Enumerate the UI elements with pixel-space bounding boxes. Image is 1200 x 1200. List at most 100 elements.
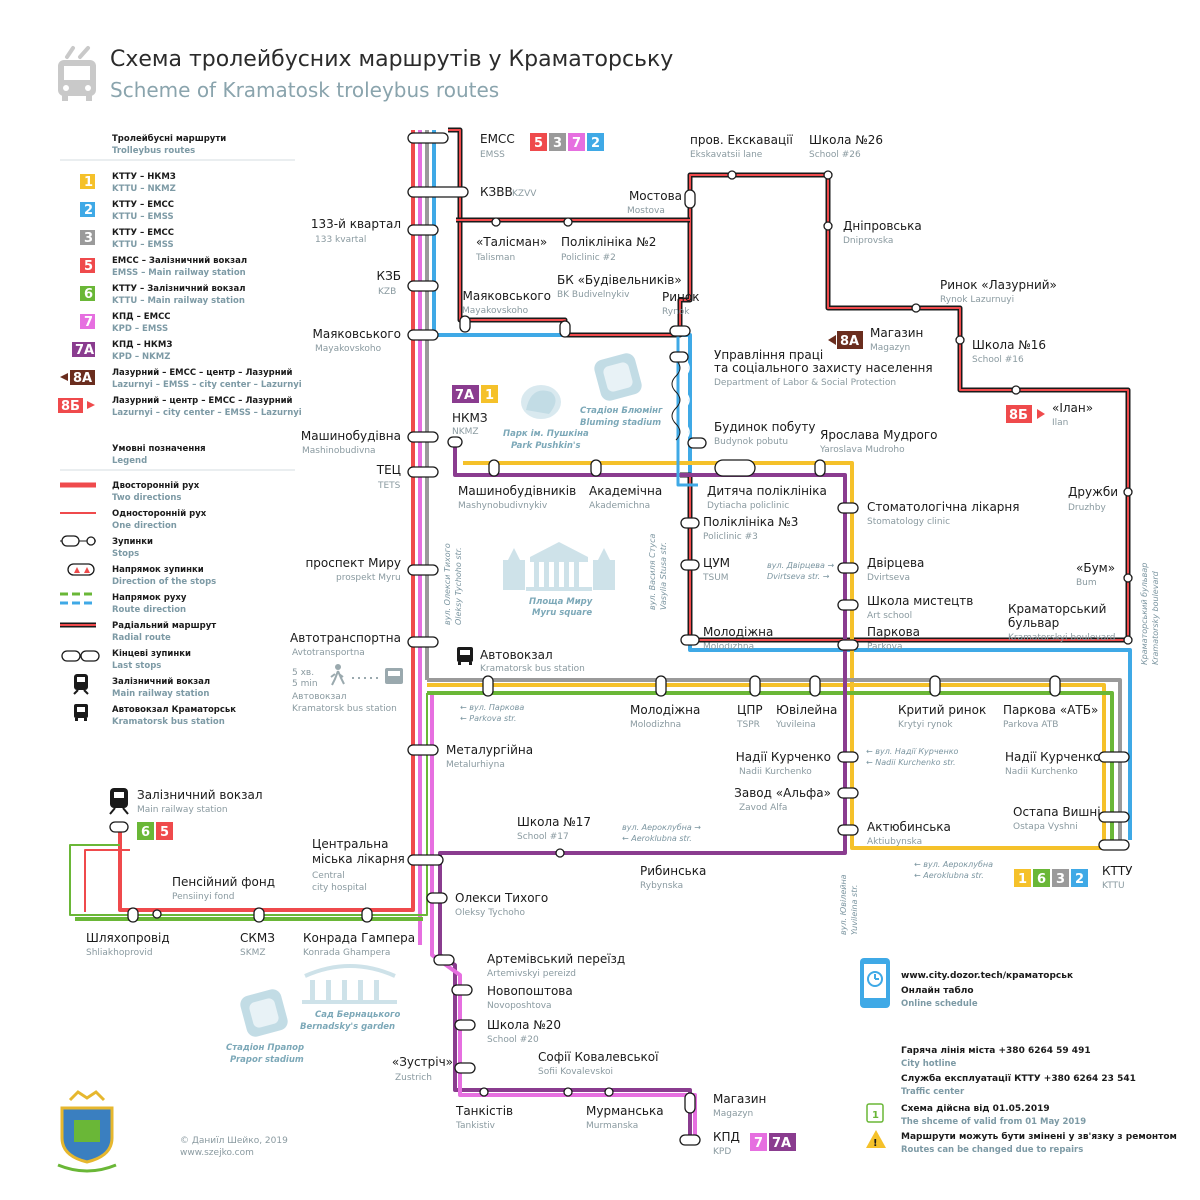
svg-text:Поліклініка №3: Поліклініка №3 [703, 515, 798, 529]
svg-text:EMSS – Main railway station: EMSS – Main railway station [112, 268, 246, 278]
stops [109, 132, 1133, 1146]
svg-text:Talisman: Talisman [475, 253, 515, 263]
svg-text:Parkova ATB: Parkova ATB [1003, 720, 1058, 730]
svg-text:EMSS: EMSS [480, 150, 505, 160]
svg-text:Сад Бернацького: Сад Бернацького [315, 1010, 400, 1020]
svg-text:Площа Миру: Площа Миру [529, 597, 593, 607]
svg-text:7: 7 [572, 136, 581, 151]
bus-station-icon [457, 647, 473, 665]
legend-symbols-title: Умовні позначення [112, 443, 206, 454]
railway-station-icon [109, 788, 129, 815]
svg-text:7: 7 [84, 315, 93, 330]
svg-text:Druzhby: Druzhby [1068, 503, 1106, 513]
svg-text:KZVV: KZVV [512, 189, 537, 199]
svg-text:2: 2 [1075, 872, 1084, 887]
svg-text:1: 1 [485, 388, 494, 403]
svg-text:Metalurhiyna: Metalurhiyna [446, 760, 505, 770]
svg-text:Залізничний вокзал: Залізничний вокзал [137, 788, 263, 802]
svg-text:Yuvileina str.: Yuvileina str. [850, 885, 859, 935]
svg-text:5: 5 [84, 259, 93, 274]
svg-text:Онлайн табло: Онлайн табло [901, 985, 974, 996]
badge-8a: 8А [828, 331, 863, 349]
svg-text:Маршрути можуть бути змінені у: Маршрути можуть бути змінені у зв'язку з… [901, 1131, 1177, 1142]
svg-text:TETS: TETS [377, 481, 401, 491]
stop-sch20 [454, 1019, 476, 1031]
svg-text:2: 2 [84, 203, 93, 218]
svg-text:Ринок «Лазурний»: Ринок «Лазурний» [940, 278, 1057, 292]
svg-text:Molodizhna: Molodizhna [703, 642, 754, 652]
stop-kzb [407, 280, 439, 292]
svg-text:5 хв.: 5 хв. [292, 668, 314, 678]
svg-text:KZB: KZB [378, 287, 396, 297]
svg-text:TSUM: TSUM [702, 573, 729, 583]
svg-text:КПД: КПД [713, 1130, 740, 1144]
svg-text:«Ілан»: «Ілан» [1052, 401, 1093, 415]
stop-133kv [407, 224, 439, 236]
svg-text:7А: 7А [455, 388, 474, 403]
svg-text:КТТУ – ЕМСС: КТТУ – ЕМСС [112, 228, 174, 238]
svg-text:Лазурний – центр – ЕМСС – Лазу: Лазурний – центр – ЕМСС – Лазурний [112, 396, 293, 406]
svg-text:Магазин: Магазин [870, 326, 923, 340]
stop-murm [604, 1087, 614, 1097]
legend-route-8a: 8А Лазурний – ЕМСС – центр – ЛазурнийLaz… [60, 368, 302, 390]
svg-text:Будинок побуту: Будинок побуту [714, 420, 815, 434]
svg-text:ЦУМ: ЦУМ [703, 556, 730, 570]
svg-text:вул. Двірцева →: вул. Двірцева → [767, 561, 834, 570]
svg-text:5: 5 [534, 136, 543, 151]
svg-text:Mayakovskoho: Mayakovskoho [315, 344, 382, 354]
svg-text:Nadii Kurchenko: Nadii Kurchenko [1005, 767, 1078, 777]
svg-text:Молодіжна: Молодіжна [703, 625, 773, 639]
stop-mashbud [407, 431, 439, 443]
svg-text:Stomatology clinic: Stomatology clinic [867, 517, 950, 527]
stop-mayak-l [407, 329, 439, 341]
svg-text:КТТУ: КТТУ [1102, 864, 1133, 878]
svg-text:8Б: 8Б [1009, 408, 1028, 423]
landmarks: Парк ім. Пушкіна Park Pushkin's Стадіон … [226, 353, 663, 1065]
svg-text:Stops: Stops [112, 549, 139, 559]
legend-route-8b: 8Б Лазурний – центр – ЕМСС – ЛазурнийLaz… [58, 396, 302, 418]
stop-novopo [451, 984, 473, 996]
svg-text:Magazyn: Magazyn [713, 1109, 753, 1119]
svg-text:Ярослава Мудрого: Ярослава Мудрого [820, 428, 938, 442]
svg-text:Radial route: Radial route [112, 633, 171, 643]
stop-labels: ЕМСС EMSS КЗВВ KZVV 133-й квартал 133 kv… [86, 132, 1133, 1157]
svg-text:Oleksy Tychoho: Oleksy Tychoho [455, 908, 525, 918]
svg-text:Гаряча лінія міста +380 6264 5: Гаряча лінія міста +380 6264 59 491 [901, 1045, 1091, 1056]
svg-text:School #17: School #17 [517, 832, 569, 842]
warning-icon: ! [866, 1130, 886, 1149]
title-en: Scheme of Kramatosk troleybus routes [110, 78, 499, 102]
svg-text:Two directions: Two directions [112, 493, 181, 503]
svg-text:КПД – ЕМСС: КПД – ЕМСС [112, 312, 171, 322]
stop-railway [109, 821, 129, 833]
svg-text:Стадіон Прапор: Стадіон Прапор [226, 1042, 304, 1053]
svg-text:← Nadii Kurchenko str.: ← Nadii Kurchenko str. [866, 758, 956, 767]
online-url[interactable]: www.city.dozor.tech/краматорськ [901, 971, 1073, 981]
svg-text:Шляхопровід: Шляхопровід [86, 931, 170, 945]
svg-text:Rybynska: Rybynska [640, 881, 683, 891]
svg-text:Konrada Ghampera: Konrada Ghampera [303, 948, 390, 958]
stop-skmz [253, 907, 265, 923]
svg-text:5: 5 [160, 825, 169, 840]
svg-text:Yuvileina: Yuvileina [775, 720, 816, 730]
title-ua: Схема тролейбусних маршрутів у Краматорс… [110, 47, 673, 72]
svg-text:← Aeroklubna str.: ← Aeroklubna str. [914, 871, 984, 880]
myru-square-icon [503, 542, 615, 591]
calendar-icon: 1 [866, 1103, 884, 1123]
svg-text:Policlinic #3: Policlinic #3 [703, 532, 758, 542]
svg-text:Art school: Art school [867, 611, 912, 621]
svg-text:Bluming stadium: Bluming stadium [580, 418, 661, 428]
svg-text:Bum: Bum [1076, 578, 1097, 588]
svg-text:← Parkova str.: ← Parkova str. [460, 714, 516, 723]
svg-text:Двосторонній рух: Двосторонній рух [112, 480, 200, 491]
coat-of-arms-logo [57, 1090, 117, 1173]
smartphone-icon [860, 958, 890, 1008]
svg-text:Стадіон Блюмінг: Стадіон Блюмінг [580, 405, 663, 416]
stop-tankist [479, 1087, 489, 1097]
svg-text:School #26: School #26 [809, 150, 861, 160]
svg-text:2: 2 [591, 136, 600, 151]
badges-kpd: 7 7А [750, 1133, 796, 1151]
